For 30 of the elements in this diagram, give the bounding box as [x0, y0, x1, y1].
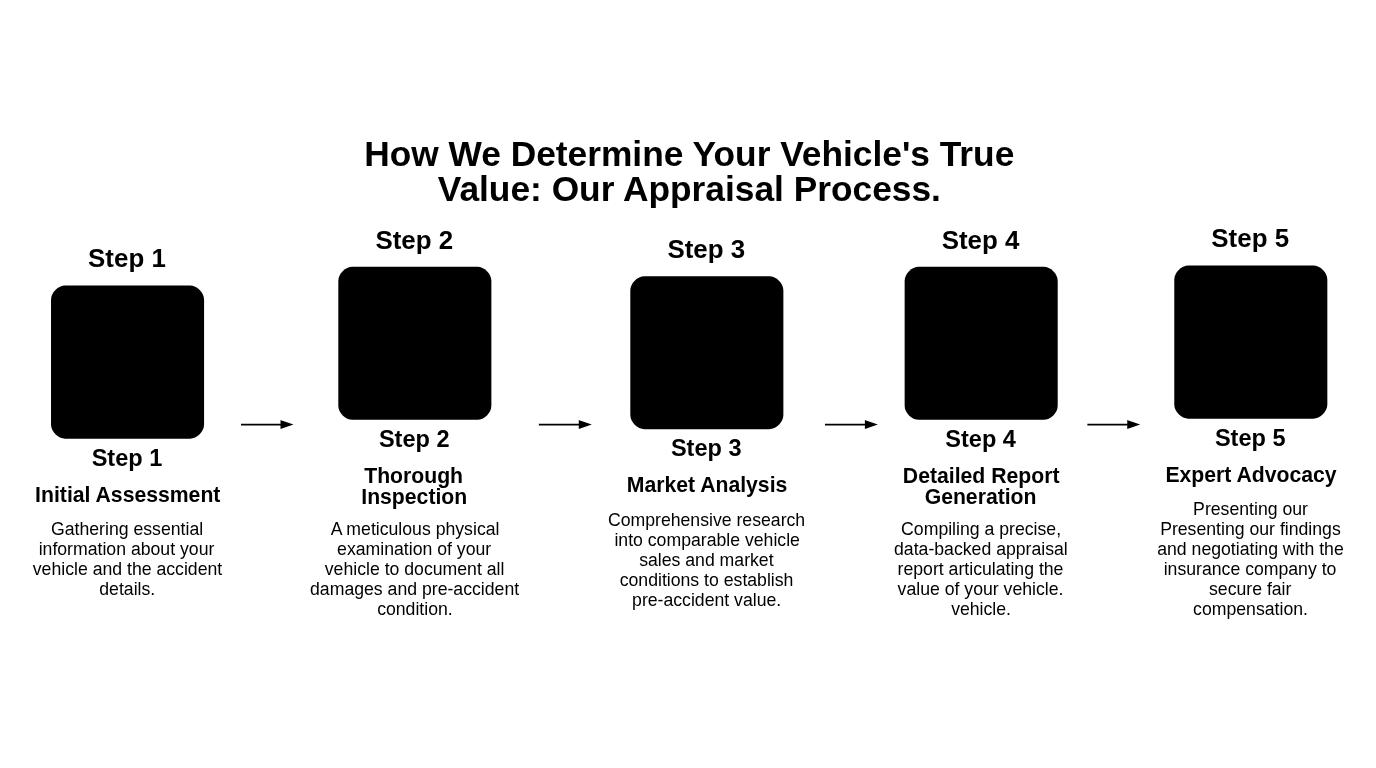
- node-label: Detailed Report Generation: [902, 463, 1060, 508]
- node-label: Presenting our Presenting our findings and negotiating with the insurance company to secure fair compensation.: [1157, 498, 1344, 619]
- arrow: [240, 419, 294, 429]
- diagram-title: How We Determine Your Vehicle's True Value: Our Appraisal Process.: [364, 133, 1015, 208]
- arrow: [824, 419, 878, 429]
- node-box-text: [630, 275, 784, 429]
- node-label: Step 4: [941, 225, 1020, 254]
- node-label: Step 1: [88, 243, 166, 272]
- node-box: [338, 266, 492, 420]
- node-label: Step 5: [1214, 424, 1286, 451]
- node-label: Step 5: [1211, 223, 1290, 252]
- node-label: Step 3: [667, 234, 746, 263]
- node-label: Comprehensive research into comparable vehicle sales and market conditions to establish pre-accident value.: [607, 509, 806, 610]
- node-box: [1174, 265, 1328, 419]
- node-label: Step 1: [91, 444, 163, 471]
- node-label: Compiling a precise, data-backed appraisal report articulating the value of your vehicle. vehicle.: [894, 518, 1068, 619]
- node-label: Market Analysis: [626, 472, 788, 496]
- node-label: Thorough Inspection: [361, 463, 468, 508]
- node-label: Step 2: [375, 225, 454, 254]
- node-box-text: [51, 285, 205, 439]
- node-label: Step 3: [670, 434, 742, 461]
- arrow: [1086, 419, 1141, 429]
- node-label: Initial Assessment: [35, 482, 221, 506]
- node-label: Expert Advocacy: [1165, 462, 1337, 486]
- node-label: A meticulous physical examination of your vehicle to document all damages and pre-accident condition.: [310, 518, 520, 619]
- node-label: Step 2: [378, 425, 450, 452]
- node-label: Step 4: [945, 425, 1016, 452]
- arrow: [537, 419, 592, 429]
- node-label: Gathering essential information about your vehicle and the accident details.: [32, 518, 223, 599]
- node-box: [904, 266, 1058, 420]
